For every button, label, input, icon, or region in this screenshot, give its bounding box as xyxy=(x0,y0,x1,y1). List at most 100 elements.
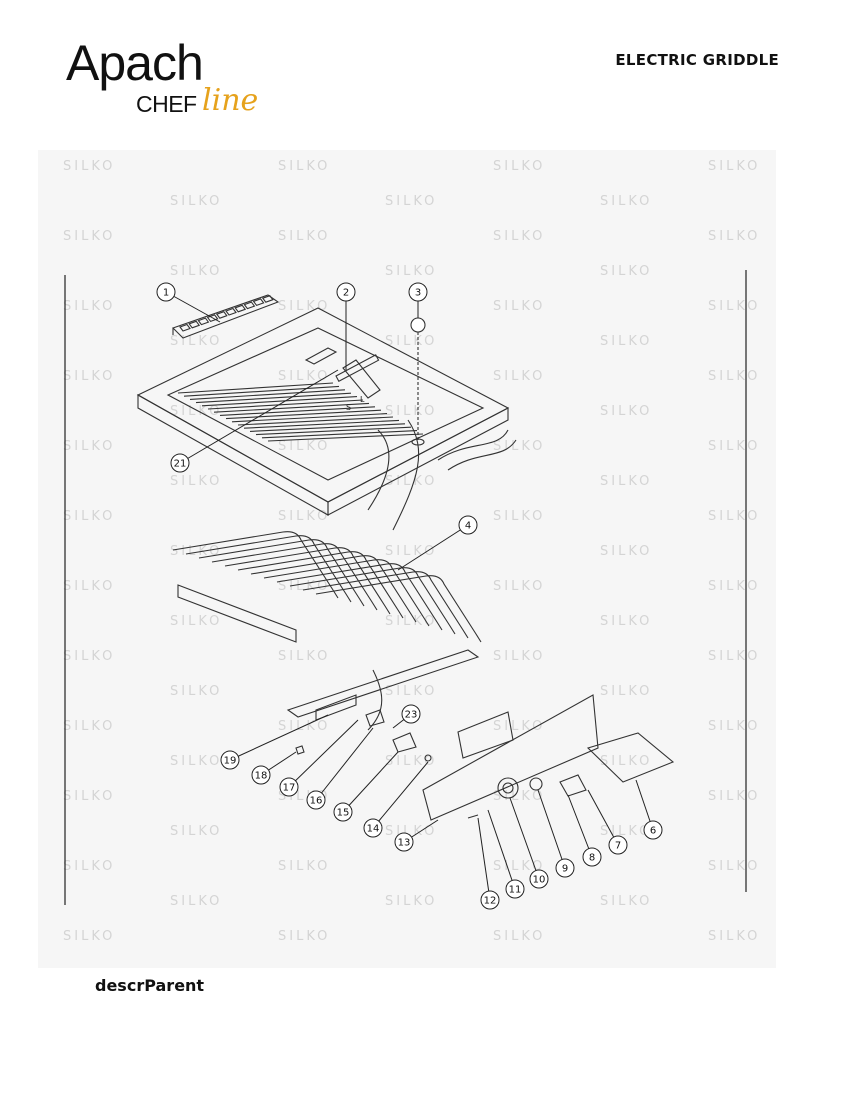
svg-text:4: 4 xyxy=(465,521,471,532)
watermark-text: SILKO xyxy=(278,369,330,384)
callout-8: 8 xyxy=(567,794,602,867)
label-l: L xyxy=(360,395,365,404)
watermark-text: SILKO xyxy=(708,579,760,594)
svg-text:10: 10 xyxy=(533,875,546,886)
watermark-text: SILKO xyxy=(170,334,222,349)
watermark-text: SILKO xyxy=(278,719,330,734)
svg-text:11: 11 xyxy=(509,885,522,896)
watermark-text: SILKO xyxy=(708,649,760,664)
watermark-text: SILKO xyxy=(600,404,652,419)
callout-10: 10 xyxy=(509,797,549,889)
watermark-text: SILKO xyxy=(170,544,222,559)
watermark-text: SILKO xyxy=(63,929,115,944)
watermark-text: SILKO xyxy=(600,684,652,699)
svg-text:9: 9 xyxy=(562,864,568,875)
watermark-text: SILKO xyxy=(170,614,222,629)
watermark-text: SILKO xyxy=(600,544,652,559)
watermark-text: SILKO xyxy=(63,579,115,594)
watermark-text: SILKO xyxy=(708,369,760,384)
watermark-text: SILKO xyxy=(708,509,760,524)
watermark-text: SILKO xyxy=(708,789,760,804)
watermark-text: SILKO xyxy=(63,719,115,734)
svg-text:19: 19 xyxy=(224,756,237,767)
exploded-parts-diagram: SILKO SILKO SILKO SILKO SILKO SILKO SILKO SILKO… xyxy=(38,150,776,968)
watermark-text: SILKO xyxy=(63,789,115,804)
callout-16: 16 xyxy=(306,727,374,810)
logo-script: line xyxy=(202,83,259,118)
watermark-text: SILKO xyxy=(600,614,652,629)
parts-drawing: SILKO SILKO SILKO SILKO SILKO SILKO SILKO SILKO… xyxy=(63,159,760,944)
watermark-text: SILKO xyxy=(600,334,652,349)
watermark-text: SILKO xyxy=(170,404,222,419)
watermark-layer: SILKO SILKO SILKO SILKO SILKO SILKO SILKO SILKO… xyxy=(63,159,760,944)
callout-1: 1 xyxy=(156,282,221,323)
watermark-text: SILKO xyxy=(170,894,222,909)
callout-7: 7 xyxy=(587,789,628,855)
callout-19: 19 xyxy=(220,714,329,770)
callout-13: 13 xyxy=(394,819,439,852)
watermark-text: SILKO xyxy=(63,509,115,524)
watermark-text: SILKO xyxy=(278,859,330,874)
callout-12: 12 xyxy=(477,817,500,910)
watermark-text: SILKO xyxy=(278,159,330,174)
watermark-text: SILKO xyxy=(493,369,545,384)
watermark-text: SILKO xyxy=(708,299,760,314)
watermark-text: SILKO xyxy=(385,684,437,699)
callout-15: 15 xyxy=(333,751,399,822)
callout-3: 3 xyxy=(408,282,428,318)
svg-text:1: 1 xyxy=(163,288,169,299)
watermark-text: SILKO xyxy=(63,369,115,384)
watermark-text: SILKO xyxy=(385,194,437,209)
watermark-text: SILKO xyxy=(708,159,760,174)
watermark-text: SILKO xyxy=(385,264,437,279)
logo-sub: CHEF xyxy=(136,91,197,117)
watermark-text: SILKO xyxy=(708,859,760,874)
svg-text:23: 23 xyxy=(405,710,418,721)
svg-text:3: 3 xyxy=(415,288,421,299)
document-title: ELECTRIC GRIDDLE xyxy=(615,51,779,69)
callout-17: 17 xyxy=(279,719,359,797)
watermark-text: SILKO xyxy=(63,859,115,874)
watermark-text: SILKO xyxy=(600,894,652,909)
watermark-text: SILKO xyxy=(493,929,545,944)
watermark-text: SILKO xyxy=(385,474,437,489)
svg-text:13: 13 xyxy=(398,838,411,849)
watermark-text: SILKO xyxy=(385,614,437,629)
watermark-text: SILKO xyxy=(600,754,652,769)
watermark-text: SILKO xyxy=(278,929,330,944)
watermark-text: SILKO xyxy=(493,859,545,874)
callout-23: 23 xyxy=(392,704,421,729)
watermark-text: SILKO xyxy=(493,229,545,244)
logo-brand: Apach xyxy=(66,35,204,91)
watermark-text: SILKO xyxy=(278,649,330,664)
watermark-text: SILKO xyxy=(385,894,437,909)
watermark-text: SILKO xyxy=(600,474,652,489)
watermark-text: SILKO xyxy=(493,509,545,524)
watermark-text: SILKO xyxy=(278,579,330,594)
svg-text:8: 8 xyxy=(589,853,595,864)
watermark-text: SILKO xyxy=(493,649,545,664)
watermark-text: SILKO xyxy=(278,439,330,454)
part-3-foot xyxy=(410,317,426,446)
callout-2: 2 xyxy=(336,282,356,370)
callout-11: 11 xyxy=(487,809,525,899)
label-s: S xyxy=(346,403,351,412)
svg-text:12: 12 xyxy=(484,896,497,907)
watermark-text: SILKO xyxy=(63,159,115,174)
watermark-text: SILKO xyxy=(493,299,545,314)
watermark-text: SILKO xyxy=(708,439,760,454)
svg-text:14: 14 xyxy=(367,824,380,835)
watermark-text: SILKO xyxy=(63,439,115,454)
part-description: descrParent xyxy=(95,976,205,995)
svg-text:15: 15 xyxy=(337,808,350,819)
svg-text:2: 2 xyxy=(343,288,349,299)
watermark-text: SILKO xyxy=(600,194,652,209)
watermark-text: SILKO xyxy=(493,789,545,804)
watermark-text: SILKO xyxy=(170,474,222,489)
watermark-text: SILKO xyxy=(385,544,437,559)
watermark-text: SILKO xyxy=(170,684,222,699)
apach-chef-line-logo: Apach CHEF line xyxy=(66,38,276,128)
watermark-text: SILKO xyxy=(170,754,222,769)
watermark-text: SILKO xyxy=(170,194,222,209)
watermark-text: SILKO xyxy=(385,754,437,769)
